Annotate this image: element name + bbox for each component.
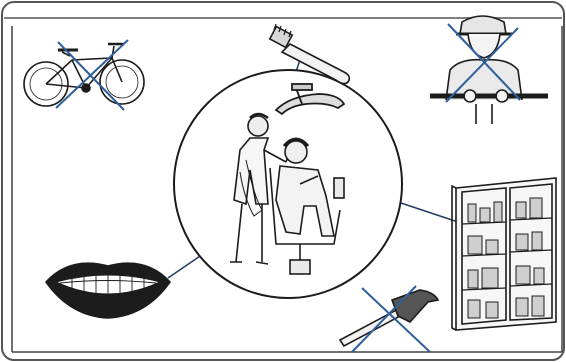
teeth-icon [46, 263, 170, 318]
firefighter-icon [430, 16, 548, 124]
medicine-cabinet-icon [452, 178, 556, 330]
center-dentist-scene [174, 70, 402, 298]
connector-cabinet [401, 203, 458, 222]
bicycle-icon [24, 44, 144, 106]
hammer-icon [340, 290, 438, 346]
